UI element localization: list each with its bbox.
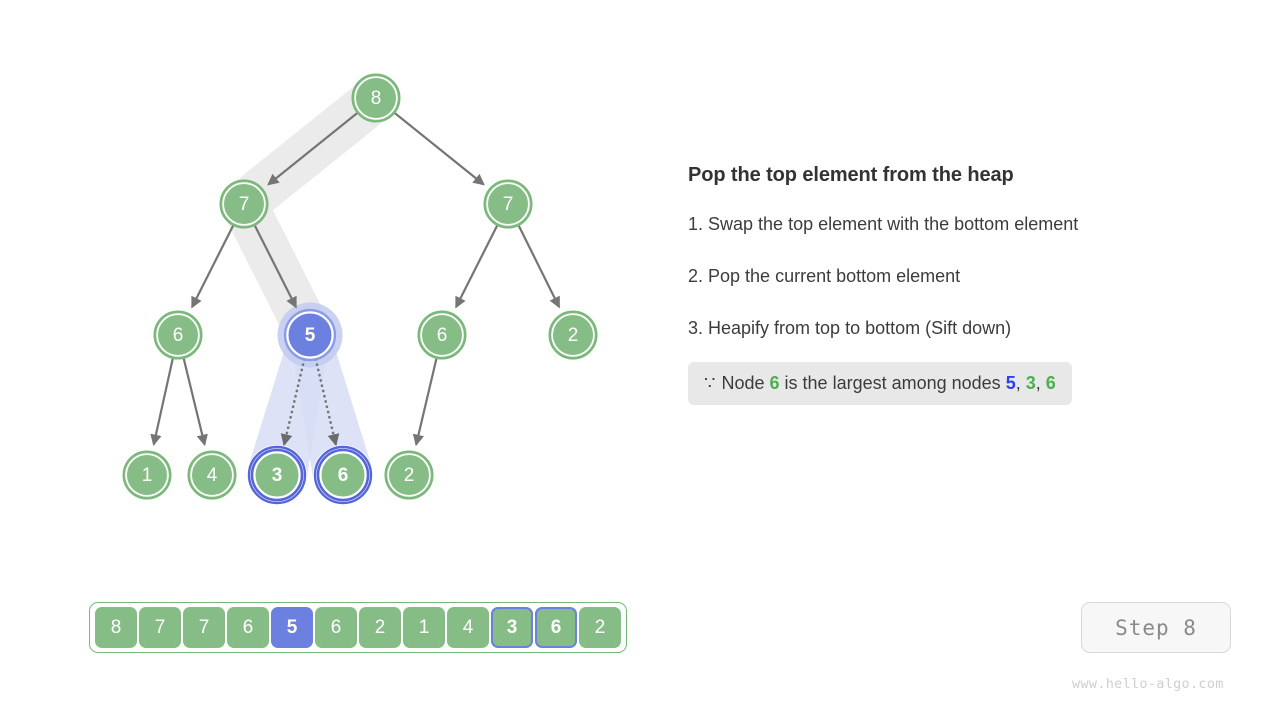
note-candidate-0: 5 [1005,373,1016,393]
tree-edge [518,225,560,309]
tree-node-layer: 8 7 7 6 5 6 2 1 4 3 6 2 [122,73,598,505]
tree-node-label: 6 [338,465,349,486]
tree-node-label: 1 [142,465,153,486]
step-line-1: 1. Swap the top element with the bottom … [688,214,1079,234]
note-target-value: 6 [769,373,780,393]
tree-edge [455,225,498,309]
array-cell: 7 [139,607,181,648]
tree-edge [191,225,234,309]
array-cell: 6 [535,607,577,648]
tree-node-label: 2 [404,465,415,486]
array-cell: 6 [315,607,357,648]
note-candidate-2: 6 [1045,373,1056,393]
array-cell: 4 [447,607,489,648]
array-cell: 8 [95,607,137,648]
tree-node: 8 [351,73,401,123]
site-watermark: www.hello-algo.com [1072,676,1224,692]
array-cell: 5 [271,607,313,648]
tree-node: 7 [483,179,533,229]
tree-edge [182,358,208,447]
array-cell: 3 [491,607,533,648]
tree-edge [267,112,358,186]
tree-node-label: 3 [272,465,283,486]
array-cell: 1 [403,607,445,648]
tree-edge-dotted [314,358,340,447]
compare-fan [290,330,373,482]
note-middle: is the largest among nodes [784,373,1001,393]
tree-node-label: 7 [239,194,250,215]
step-badge: Step 8 [1081,602,1231,653]
array-cell: 6 [227,607,269,648]
tree-edge [394,112,485,186]
tree-node-label: 5 [305,325,316,346]
note-sep-1: , [1035,373,1046,393]
tree-node-label: 6 [173,325,184,346]
tree-node: 7 [219,179,269,229]
tree-node: 3 [247,445,307,505]
tree-node: 2 [384,450,434,500]
reason-note-box: ∵ Node 6 is the largest among nodes 5, 3… [688,362,1072,405]
note-sep-0: , [1015,373,1026,393]
tree-edge [412,358,438,447]
tree-edge [150,358,174,446]
tree-edge-layer [150,112,560,447]
tree-node: 1 [122,450,172,500]
array-cell: 7 [183,607,225,648]
array-cell: 2 [359,607,401,648]
tree-node: 2 [548,310,598,360]
tree-edge-dotted [280,358,306,447]
step-line-3: 3. Heapify from top to bottom (Sift down… [688,318,1012,338]
tree-node-label: 2 [568,325,579,346]
tree-node: 6 [417,310,467,360]
tree-node: 4 [187,450,237,500]
explanation-panel: Pop the top element from the heap 1. Swa… [688,160,1228,405]
heap-tree-diagram: 8 7 7 6 5 6 2 1 4 3 6 2 [122,73,598,505]
step-line-2: 2. Pop the current bottom element [688,266,961,286]
tree-node-label: 7 [503,194,514,215]
array-cell: 2 [579,607,621,648]
note-candidate-1: 3 [1025,373,1036,393]
tree-node: 5 [283,308,337,362]
tree-node: 6 [153,310,203,360]
because-symbol: ∵ [704,373,717,393]
tree-node-label: 4 [207,465,218,486]
tree-edge [254,225,297,309]
page-title: Pop the top element from the heap [688,164,1014,186]
tree-node-label: 6 [437,325,448,346]
compare-fan-layer [247,330,373,482]
tree-node: 6 [313,445,373,505]
tree-node-label: 8 [371,88,382,109]
note-prefix: Node [721,373,765,393]
